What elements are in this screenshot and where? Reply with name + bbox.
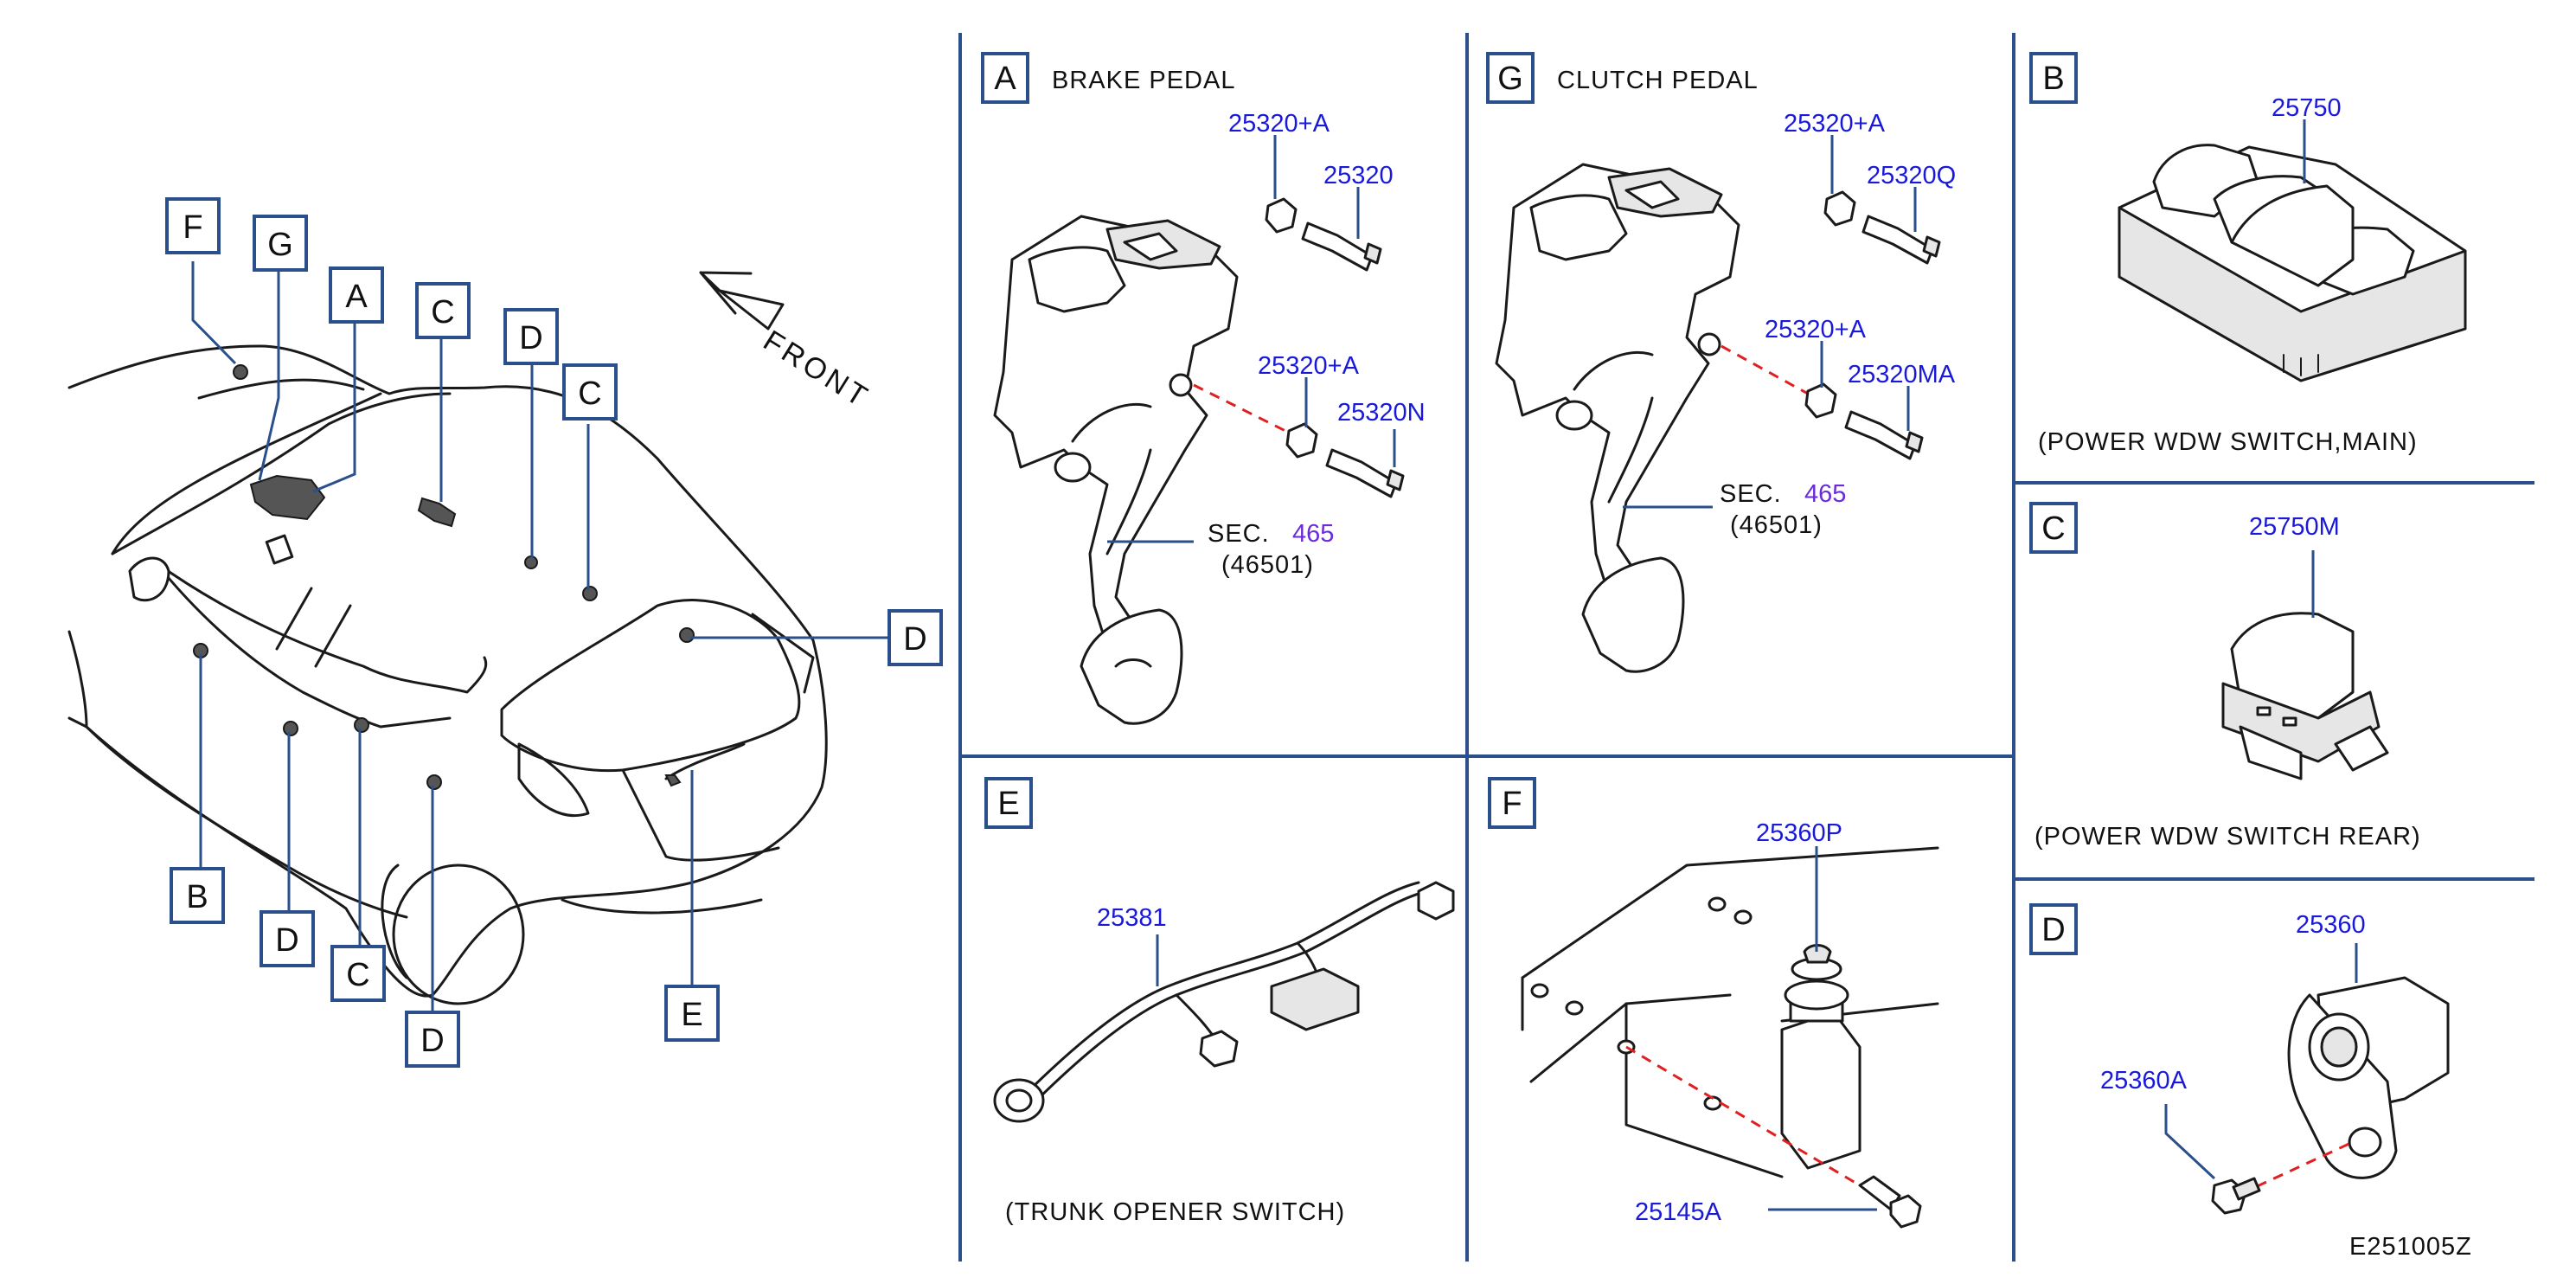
svg-text:D: D	[420, 1023, 444, 1059]
diagram-code: E251005Z	[2349, 1233, 2472, 1261]
car-overview: FRONT F G A	[67, 197, 943, 1068]
svg-text:F: F	[183, 209, 202, 246]
clutch-sec-ref: (46501)	[1730, 511, 1823, 539]
clutch-switch-bottom	[1721, 344, 1924, 460]
f-part-switch: 25360P	[1756, 819, 1842, 847]
overview-components	[193, 364, 746, 790]
panel-b-letter-box	[2029, 52, 2078, 104]
brake-part-switch-adjust-bottom: 25320+A	[1258, 352, 1360, 380]
overview-label-c-2: C	[562, 363, 618, 421]
panel-f-stop-lamp-switch: F 25360P 25145A	[1488, 777, 1939, 1229]
rear-switch-part-number: 25750M	[2249, 513, 2340, 541]
clutch-switch-top	[1823, 190, 1941, 265]
panel-d-letter-box	[2029, 903, 2078, 955]
panel-g-title: CLUTCH PEDAL	[1557, 67, 1759, 94]
brake-switch-bottom	[1193, 383, 1405, 498]
clutch-part-switch-ma: 25320MA	[1848, 361, 1956, 388]
trunk-harness-drawing	[993, 881, 1455, 1123]
front-arrow: FRONT	[699, 271, 875, 415]
svg-text:G: G	[267, 227, 293, 263]
overview-label-d-4: D	[405, 1011, 460, 1068]
panel-e-letter: E	[997, 786, 1019, 822]
front-label: FRONT	[758, 324, 875, 415]
panel-c-letter-box	[2029, 502, 2078, 554]
rear-switch-caption: (POWER WDW SWITCH REAR)	[2035, 823, 2421, 851]
main-window-switch-drawing	[2118, 144, 2467, 382]
brake-sec-label: SEC.	[1208, 520, 1270, 548]
svg-text:C: C	[431, 294, 454, 331]
panel-d-switch: D 25360 25360A	[2029, 903, 2450, 1215]
overview-label-b: B	[170, 867, 225, 924]
panel-brake-pedal: A BRAKE PEDAL	[981, 52, 1426, 725]
panel-e-letter-box	[984, 777, 1033, 829]
svg-text:B: B	[186, 879, 208, 915]
overview-label-f: F	[165, 197, 221, 254]
trunk-caption: (TRUNK OPENER SWITCH)	[1005, 1198, 1345, 1226]
panel-a-letter-box	[981, 52, 1029, 104]
d-part-clip: 25360A	[2100, 1067, 2188, 1095]
rear-window-switch-drawing	[2221, 612, 2389, 780]
brake-sec-number: 465	[1292, 520, 1334, 548]
d-part-switch: 25360	[2296, 911, 2366, 939]
overview-label-c-1: C	[415, 282, 471, 339]
panel-power-window-switch-rear: C 25750M (POWER WDW SWITCH REAR)	[2029, 502, 2421, 851]
clutch-part-switch-adjust-top: 25320+A	[1784, 110, 1886, 138]
svg-text:D: D	[275, 922, 298, 959]
clutch-pedal-assembly	[1495, 163, 1740, 673]
panel-g-letter-box	[1486, 52, 1535, 104]
bracket-drawing	[1521, 846, 1939, 1229]
clutch-part-switch-adjust-bottom: 25320+A	[1765, 316, 1867, 343]
brake-part-switch-adjust-top: 25320+A	[1228, 110, 1330, 138]
clutch-part-switch-q: 25320Q	[1867, 162, 1956, 189]
panel-f-letter-box	[1488, 777, 1536, 829]
panel-a-letter: A	[994, 61, 1016, 97]
panel-c-letter: C	[2041, 510, 2065, 547]
brake-switch-top	[1265, 197, 1382, 272]
f-part-bolt: 25145A	[1635, 1198, 1722, 1226]
trunk-part-number: 25381	[1097, 904, 1167, 932]
svg-text:D: D	[903, 621, 926, 658]
overview-label-c-3: C	[330, 945, 386, 1002]
clutch-sec-label: SEC.	[1720, 480, 1782, 508]
panel-frame	[958, 33, 2534, 1262]
overview-label-e: E	[664, 985, 720, 1042]
panel-f-letter: F	[1502, 786, 1522, 822]
main-switch-part-number: 25750	[2272, 94, 2342, 122]
svg-text:E: E	[681, 997, 702, 1033]
brake-part-switch-n: 25320N	[1337, 399, 1426, 427]
svg-text:C: C	[578, 376, 601, 412]
main-switch-caption: (POWER WDW SWITCH,MAIN)	[2038, 428, 2418, 456]
d-switch-drawing	[2211, 976, 2450, 1215]
panel-b-letter: B	[2042, 61, 2064, 97]
panel-trunk-opener-switch: E 25381 (TRUNK OPENER SWITCH)	[984, 777, 1455, 1226]
brake-pedal-assembly	[993, 215, 1239, 725]
overview-label-d-1: D	[503, 308, 559, 365]
overview-label-g: G	[253, 215, 308, 272]
panel-d-letter: D	[2041, 912, 2065, 948]
brake-sec-ref: (46501)	[1221, 551, 1314, 579]
panel-a-title: BRAKE PEDAL	[1052, 67, 1235, 94]
panel-clutch-pedal: G CLUTCH PEDAL 2532	[1486, 52, 1956, 673]
svg-text:A: A	[345, 279, 368, 315]
overview-label-d-2: D	[888, 609, 943, 666]
brake-part-switch: 25320	[1323, 162, 1394, 189]
overview-label-a: A	[329, 266, 384, 324]
overview-label-d-3: D	[260, 910, 315, 967]
overview-leaders	[191, 261, 891, 1014]
svg-text:C: C	[346, 957, 369, 993]
clutch-sec-number: 465	[1804, 480, 1846, 508]
panel-power-window-switch-main: B 25750 (POWER WDW SWITCH,MAIN)	[2029, 52, 2467, 456]
panel-g-letter: G	[1497, 61, 1523, 97]
svg-text:D: D	[519, 320, 542, 356]
